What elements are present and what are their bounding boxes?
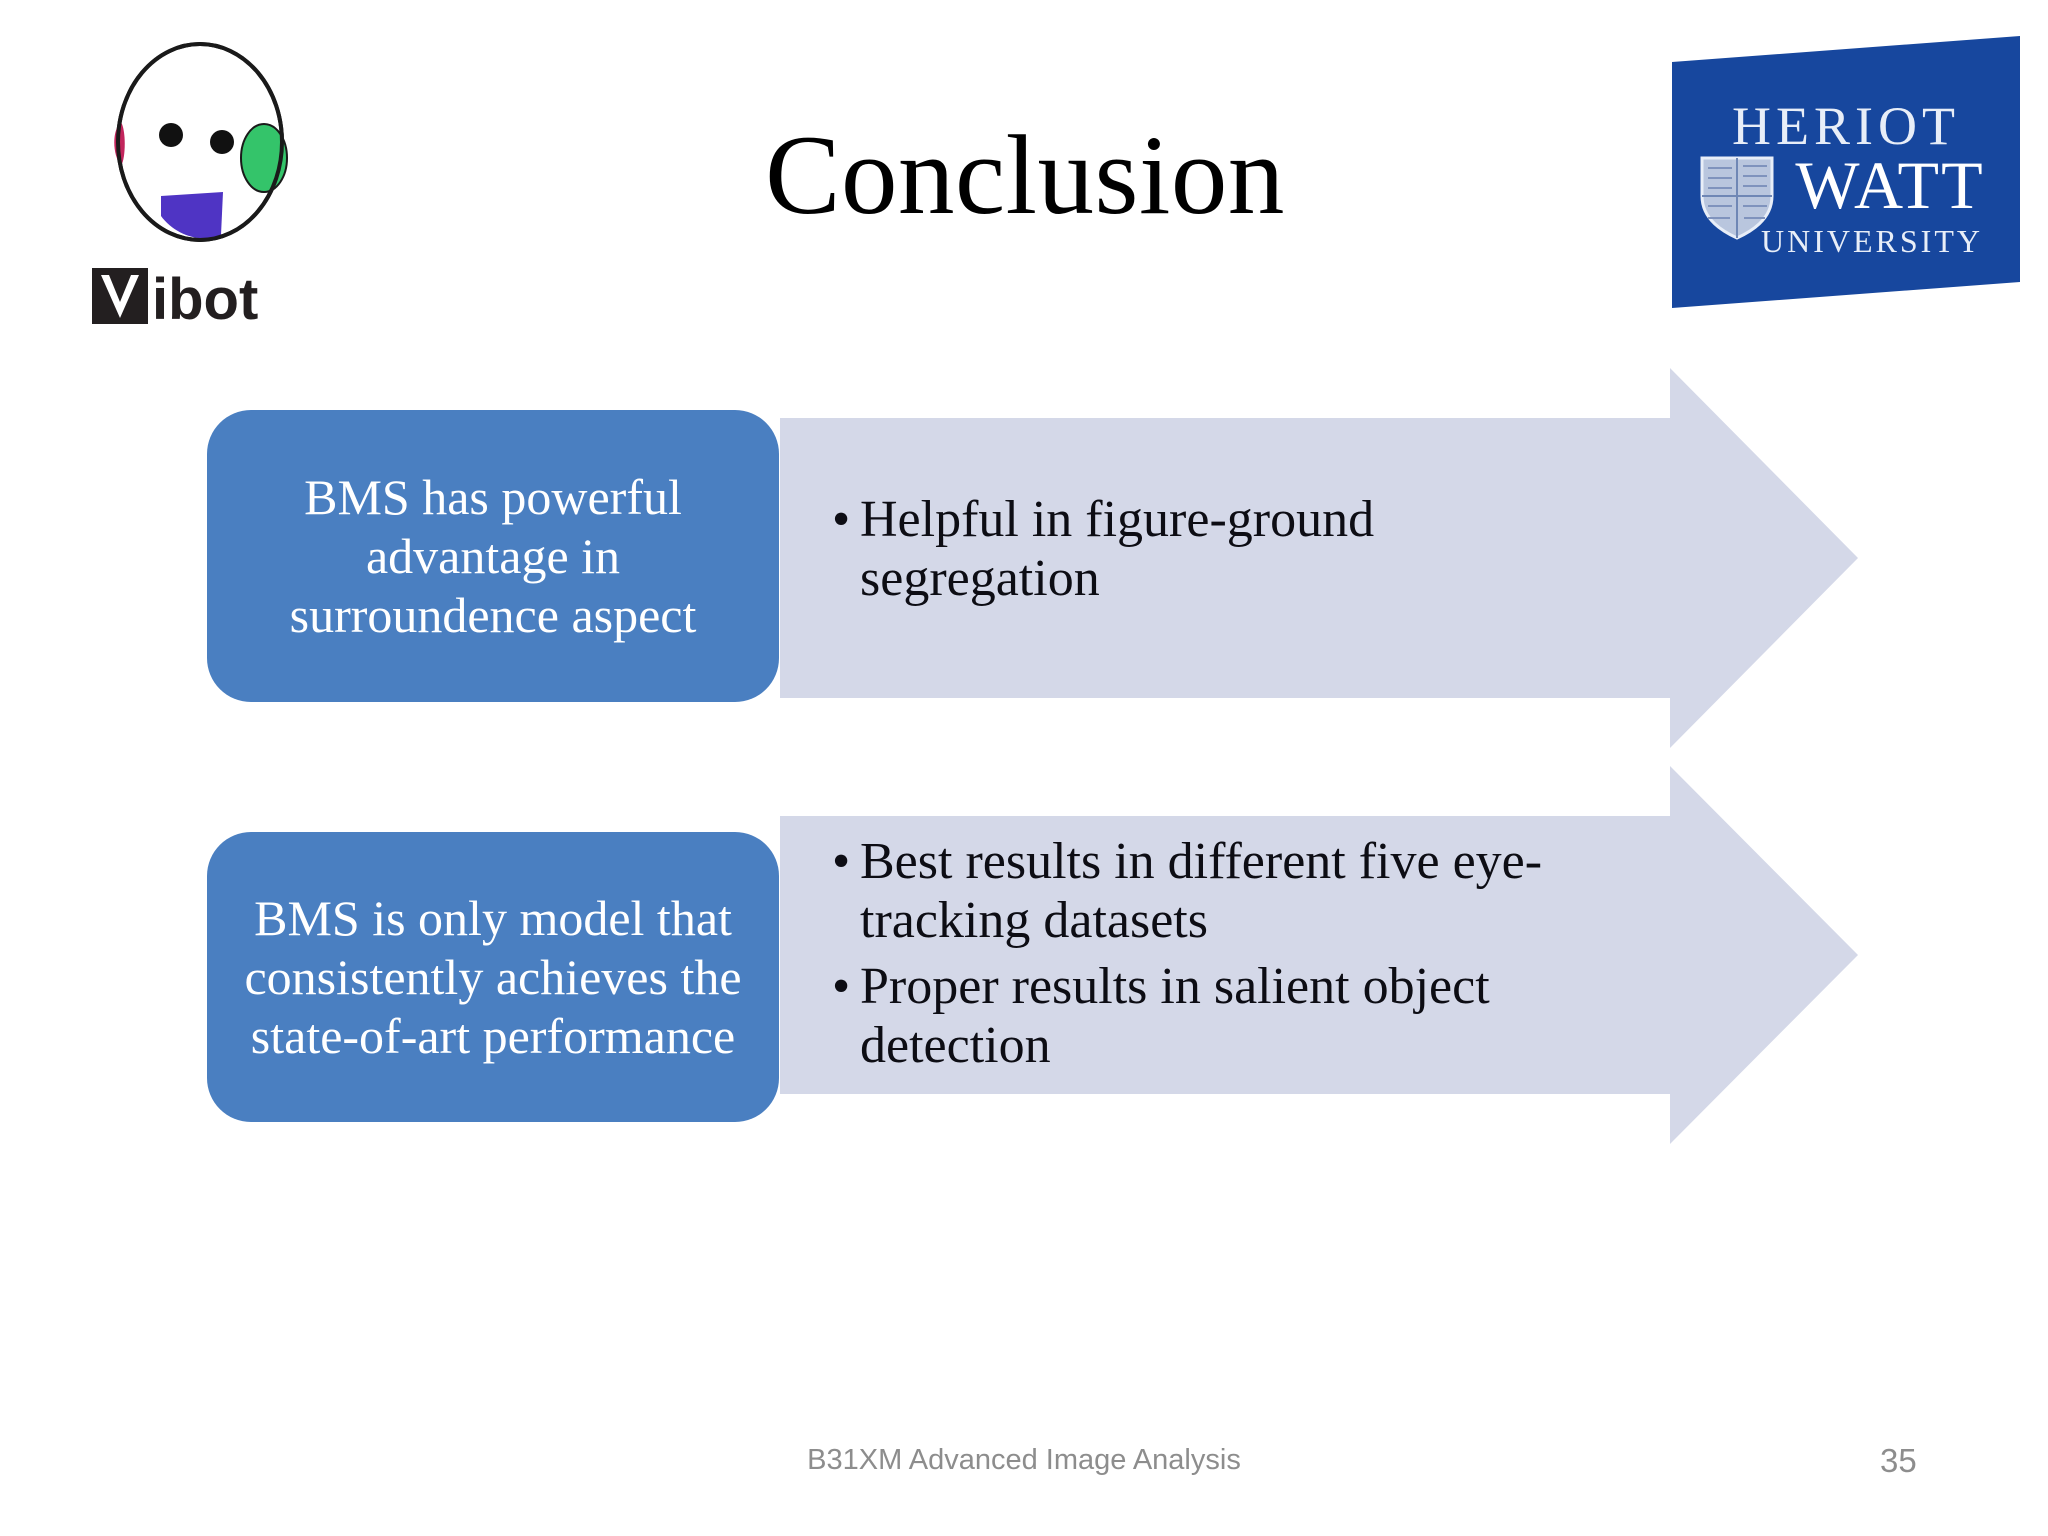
page-title: Conclusion — [765, 113, 1285, 238]
bullet-icon: • — [832, 833, 851, 890]
bullet-icon: • — [832, 491, 851, 548]
list-item: • Proper results in salient object detec… — [832, 957, 1622, 1076]
vibot-logo: ibot — [88, 30, 318, 330]
hw-line-watt: WATT — [1795, 147, 1984, 223]
list-item: • Helpful in figure-ground segregation — [832, 490, 1562, 609]
bullet-text: Best results in different five eye-track… — [860, 833, 1543, 950]
bullet-text: Proper results in salient object detecti… — [860, 957, 1490, 1074]
callout-text-1: BMS has powerful advantage in surrounden… — [289, 468, 697, 643]
vibot-face-icon — [114, 42, 288, 242]
hw-line-heriot: HERIOT — [1732, 96, 1960, 156]
arrow-shape-1: • Helpful in figure-ground segregation — [780, 368, 1860, 748]
callout-box-2: BMS is only model that consistently achi… — [207, 832, 779, 1122]
arrow-polygon-2 — [780, 766, 1858, 1144]
footer-page-number: 35 — [1880, 1442, 1917, 1479]
bullet-text: Helpful in figure-ground segregation — [860, 491, 1375, 608]
hw-banner-shape — [1672, 36, 2020, 308]
footer-course-label: B31XM Advanced Image Analysis — [807, 1444, 1241, 1476]
arrow-bullet-list-1: • Helpful in figure-ground segregation — [832, 490, 1562, 615]
callout-text-2: BMS is only model that consistently achi… — [244, 889, 742, 1064]
hw-shield-icon — [1700, 156, 1774, 240]
vibot-wordmark: ibot — [92, 267, 258, 328]
heriot-watt-logo: HERIOT WATT UNIVERSITY — [1672, 36, 2020, 308]
hw-line-university: UNIVERSITY — [1761, 223, 1983, 259]
callout-box-1: BMS has powerful advantage in surrounden… — [207, 410, 779, 702]
arrow-polygon-1 — [780, 368, 1858, 748]
list-item: • Best results in different five eye-tra… — [832, 832, 1622, 951]
vibot-wordmark-text: ibot — [152, 267, 258, 328]
arrow-bullet-list-2: • Best results in different five eye-tra… — [832, 832, 1622, 1081]
arrow-shape-2: • Best results in different five eye-tra… — [780, 766, 1860, 1144]
bullet-icon: • — [832, 957, 851, 1015]
